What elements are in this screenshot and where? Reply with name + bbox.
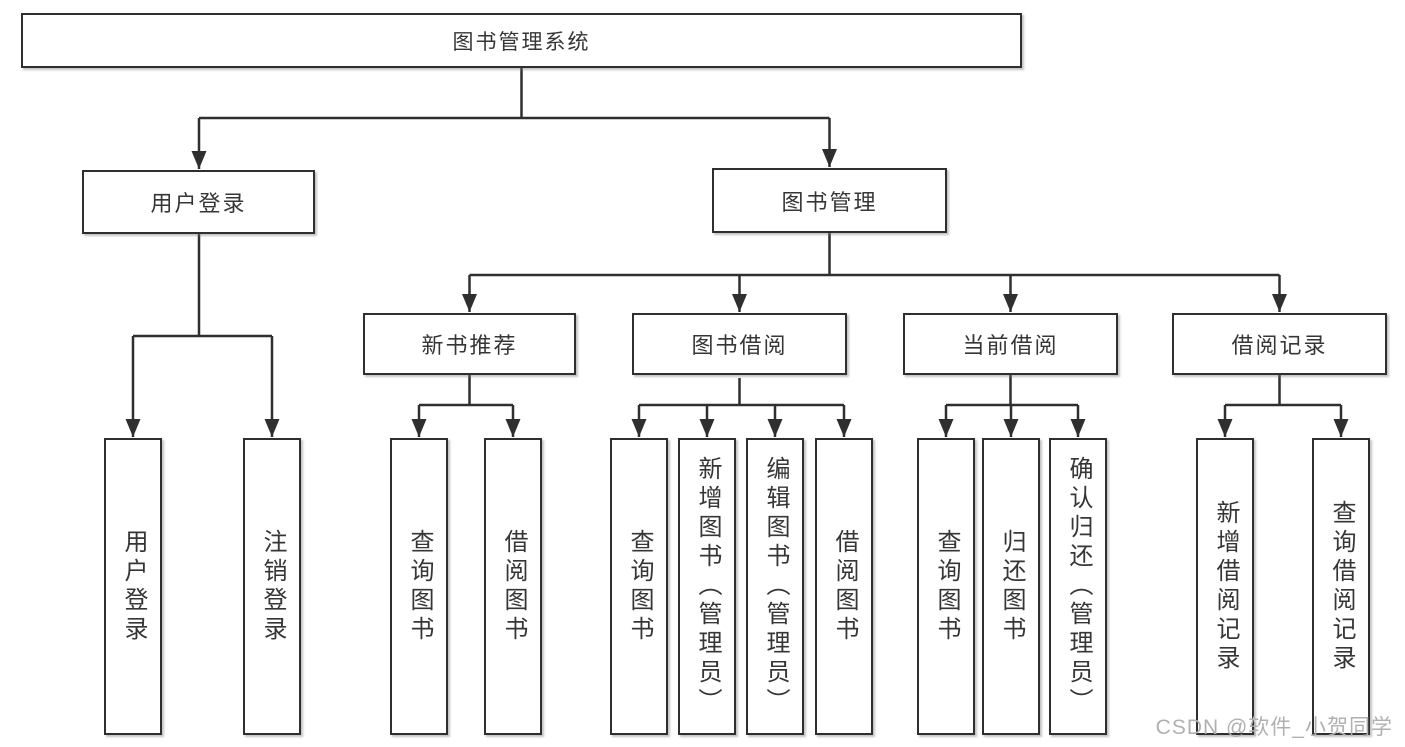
edge-book-management-rail — [469, 233, 1280, 277]
leaf-label: 借阅图书 — [500, 528, 527, 645]
node-label: 图书管理 — [781, 189, 878, 215]
leaf-add-book-admin: 新增图书（管理员） — [678, 438, 736, 735]
node-library-management-system: 图书管理系统 — [21, 13, 1022, 68]
node-label: 图书管理系统 — [452, 30, 591, 54]
edge-new-books-rail — [419, 375, 513, 407]
leaf-label: 新增借阅记录 — [1212, 499, 1239, 674]
node-book-borrow: 图书借阅 — [632, 313, 847, 375]
node-book-management: 图书管理 — [712, 168, 947, 233]
leaf-label: 查询图书 — [626, 528, 653, 645]
node-label: 新书推荐 — [421, 333, 518, 358]
leaf-add-borrow-record: 新增借阅记录 — [1196, 438, 1254, 735]
leaf-query-borrow-record: 查询借阅记录 — [1312, 438, 1370, 735]
leaf-label: 查询借阅记录 — [1328, 499, 1355, 674]
edge-book-borrow-rail — [639, 378, 844, 407]
node-label: 用户登录 — [150, 191, 247, 216]
leaf-query-books-current: 查询图书 — [917, 438, 975, 735]
leaf-label: 借阅图书 — [831, 528, 858, 645]
csdn-watermark: CSDN @软件_小贺同学 — [1155, 716, 1393, 739]
node-borrow-records: 借阅记录 — [1172, 313, 1387, 375]
leaf-label: 新增图书（管理员） — [694, 456, 721, 717]
leaf-query-books-borrow: 查询图书 — [610, 438, 668, 735]
leaf-label: 归还图书 — [998, 528, 1025, 645]
node-new-book-recommend: 新书推荐 — [363, 313, 576, 375]
leaf-user-login: 用户登录 — [104, 438, 162, 735]
leaf-confirm-return-admin: 确认归还（管理员） — [1049, 438, 1107, 735]
node-label: 当前借阅 — [962, 333, 1059, 358]
node-current-borrow: 当前借阅 — [903, 313, 1118, 375]
edge-root-rail — [199, 68, 830, 120]
leaf-label: 用户登录 — [120, 528, 147, 645]
leaf-label: 编辑图书（管理员） — [762, 456, 789, 717]
node-label: 借阅记录 — [1231, 333, 1328, 358]
node-label: 图书借阅 — [691, 333, 788, 358]
leaf-label: 查询图书 — [406, 528, 433, 645]
leaf-edit-book-admin: 编辑图书（管理员） — [746, 438, 804, 735]
leaf-label: 确认归还（管理员） — [1065, 456, 1092, 717]
leaf-borrow-books: 借阅图书 — [815, 438, 873, 735]
leaf-label: 注销登录 — [259, 528, 286, 645]
node-user-login: 用户登录 — [82, 170, 315, 234]
edge-borrow-records-rail — [1225, 375, 1341, 407]
leaf-return-book: 归还图书 — [982, 438, 1040, 735]
edge-user-login-rail — [133, 234, 272, 338]
edge-current-borrow-rail — [946, 375, 1078, 407]
leaf-query-books-recommend: 查询图书 — [390, 438, 448, 735]
leaf-label: 查询图书 — [933, 528, 960, 645]
leaf-logout: 注销登录 — [243, 438, 301, 735]
leaf-borrow-books-recommend: 借阅图书 — [484, 438, 542, 735]
